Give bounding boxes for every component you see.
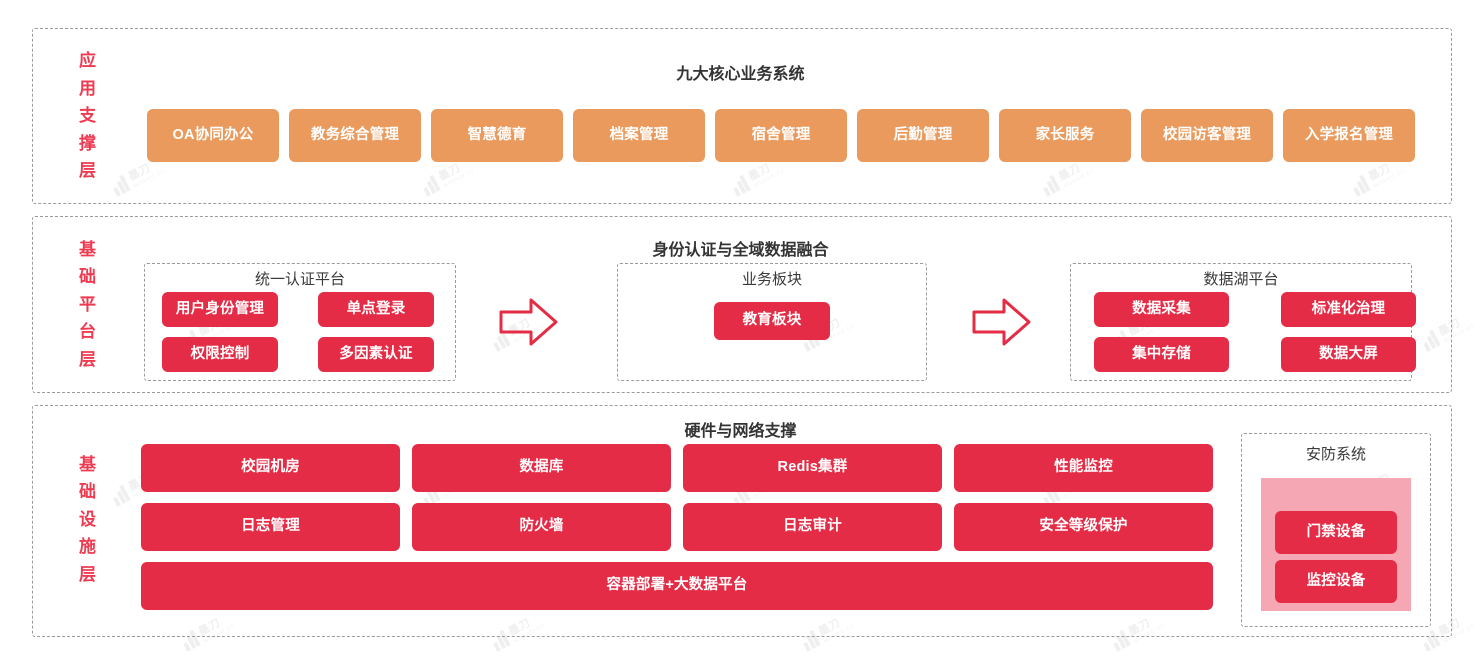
auth-box-permission[interactable]: 权限控制 — [162, 337, 278, 372]
security-box-access-control-device[interactable]: 门禁设备 — [1275, 511, 1397, 554]
application-layer-title: 九大核心业务系统 — [676, 66, 805, 83]
lake-box-collection[interactable]: 数据采集 — [1094, 292, 1229, 327]
app-box-parent-service[interactable]: 家长服务 — [999, 109, 1131, 162]
layer-label-char: 支 — [79, 106, 97, 126]
layer-label-foundation-platform: 基 础 平 台 层 — [68, 226, 108, 383]
auth-box-user-identity[interactable]: 用户身份管理 — [162, 292, 278, 327]
layer-label-char: 基 — [79, 239, 97, 259]
layer-label-char: 设 — [79, 509, 97, 529]
panel-title-security-system: 安防系统 — [1305, 446, 1366, 463]
security-box-surveillance-device[interactable]: 监控设备 — [1275, 560, 1397, 603]
panel-business-module — [617, 263, 927, 381]
layer-label-char: 平 — [79, 294, 97, 314]
infra-box-log-management[interactable]: 日志管理 — [141, 503, 400, 551]
app-box-archive[interactable]: 档案管理 — [573, 109, 705, 162]
layer-label-char: 层 — [79, 564, 97, 584]
auth-box-sso[interactable]: 单点登录 — [318, 292, 434, 327]
layer-label-char: 台 — [79, 322, 97, 342]
foundation-platform-layer-section — [32, 216, 1452, 393]
infrastructure-layer-title: 硬件与网络支撑 — [684, 423, 797, 440]
layer-label-char: 础 — [79, 482, 97, 502]
app-box-dormitory[interactable]: 宿舍管理 — [715, 109, 847, 162]
app-box-moral-edu[interactable]: 智慧德育 — [431, 109, 563, 162]
layer-label-infrastructure: 基 础 设 施 层 — [68, 437, 108, 602]
infra-box-redis-cluster[interactable]: Redis集群 — [683, 444, 942, 492]
layer-label-char: 层 — [79, 161, 97, 181]
application-support-layer-section — [32, 28, 1452, 204]
app-box-oa[interactable]: OA协同办公 — [147, 109, 279, 162]
layer-label-char: 施 — [79, 537, 97, 557]
app-box-logistics[interactable]: 后勤管理 — [857, 109, 989, 162]
layer-label-char: 用 — [79, 78, 97, 98]
app-box-enrollment[interactable]: 入学报名管理 — [1283, 109, 1415, 162]
panel-title-data-lake: 数据湖平台 — [1203, 271, 1279, 288]
infrastructure-layer-section — [32, 405, 1452, 637]
infra-box-security-grading[interactable]: 安全等级保护 — [954, 503, 1213, 551]
lake-box-dashboard[interactable]: 数据大屏 — [1281, 337, 1416, 372]
arrow-right-icon-1 — [498, 296, 560, 353]
auth-box-mfa[interactable]: 多因素认证 — [318, 337, 434, 372]
infra-box-campus-server-room[interactable]: 校园机房 — [141, 444, 400, 492]
lake-box-standardization[interactable]: 标准化治理 — [1281, 292, 1416, 327]
business-box-education[interactable]: 教育板块 — [714, 302, 830, 340]
layer-label-char: 基 — [79, 454, 97, 474]
infra-box-database[interactable]: 数据库 — [412, 444, 671, 492]
infra-box-performance-monitor[interactable]: 性能监控 — [954, 444, 1213, 492]
panel-title-unified-auth: 统一认证平台 — [254, 271, 345, 288]
app-box-visitor[interactable]: 校园访客管理 — [1141, 109, 1273, 162]
layer-label-char: 应 — [79, 51, 97, 71]
layer-label-char: 础 — [79, 267, 97, 287]
panel-unified-auth-platform — [144, 263, 456, 381]
platform-layer-title: 身份认证与全域数据融合 — [652, 242, 829, 259]
infra-box-log-audit[interactable]: 日志审计 — [683, 503, 942, 551]
infra-box-firewall[interactable]: 防火墙 — [412, 503, 671, 551]
lake-box-central-storage[interactable]: 集中存储 — [1094, 337, 1229, 372]
panel-title-business-module: 业务板块 — [741, 271, 802, 288]
layer-label-char: 层 — [79, 349, 97, 369]
layer-label-char: 撑 — [79, 133, 97, 153]
app-box-academic[interactable]: 教务综合管理 — [289, 109, 421, 162]
panel-security-system — [1241, 433, 1431, 627]
arrow-right-icon-2 — [971, 296, 1033, 353]
infra-box-container-bigdata[interactable]: 容器部署+大数据平台 — [141, 562, 1213, 610]
layer-label-application-support: 应 用 支 撑 层 — [68, 38, 108, 194]
